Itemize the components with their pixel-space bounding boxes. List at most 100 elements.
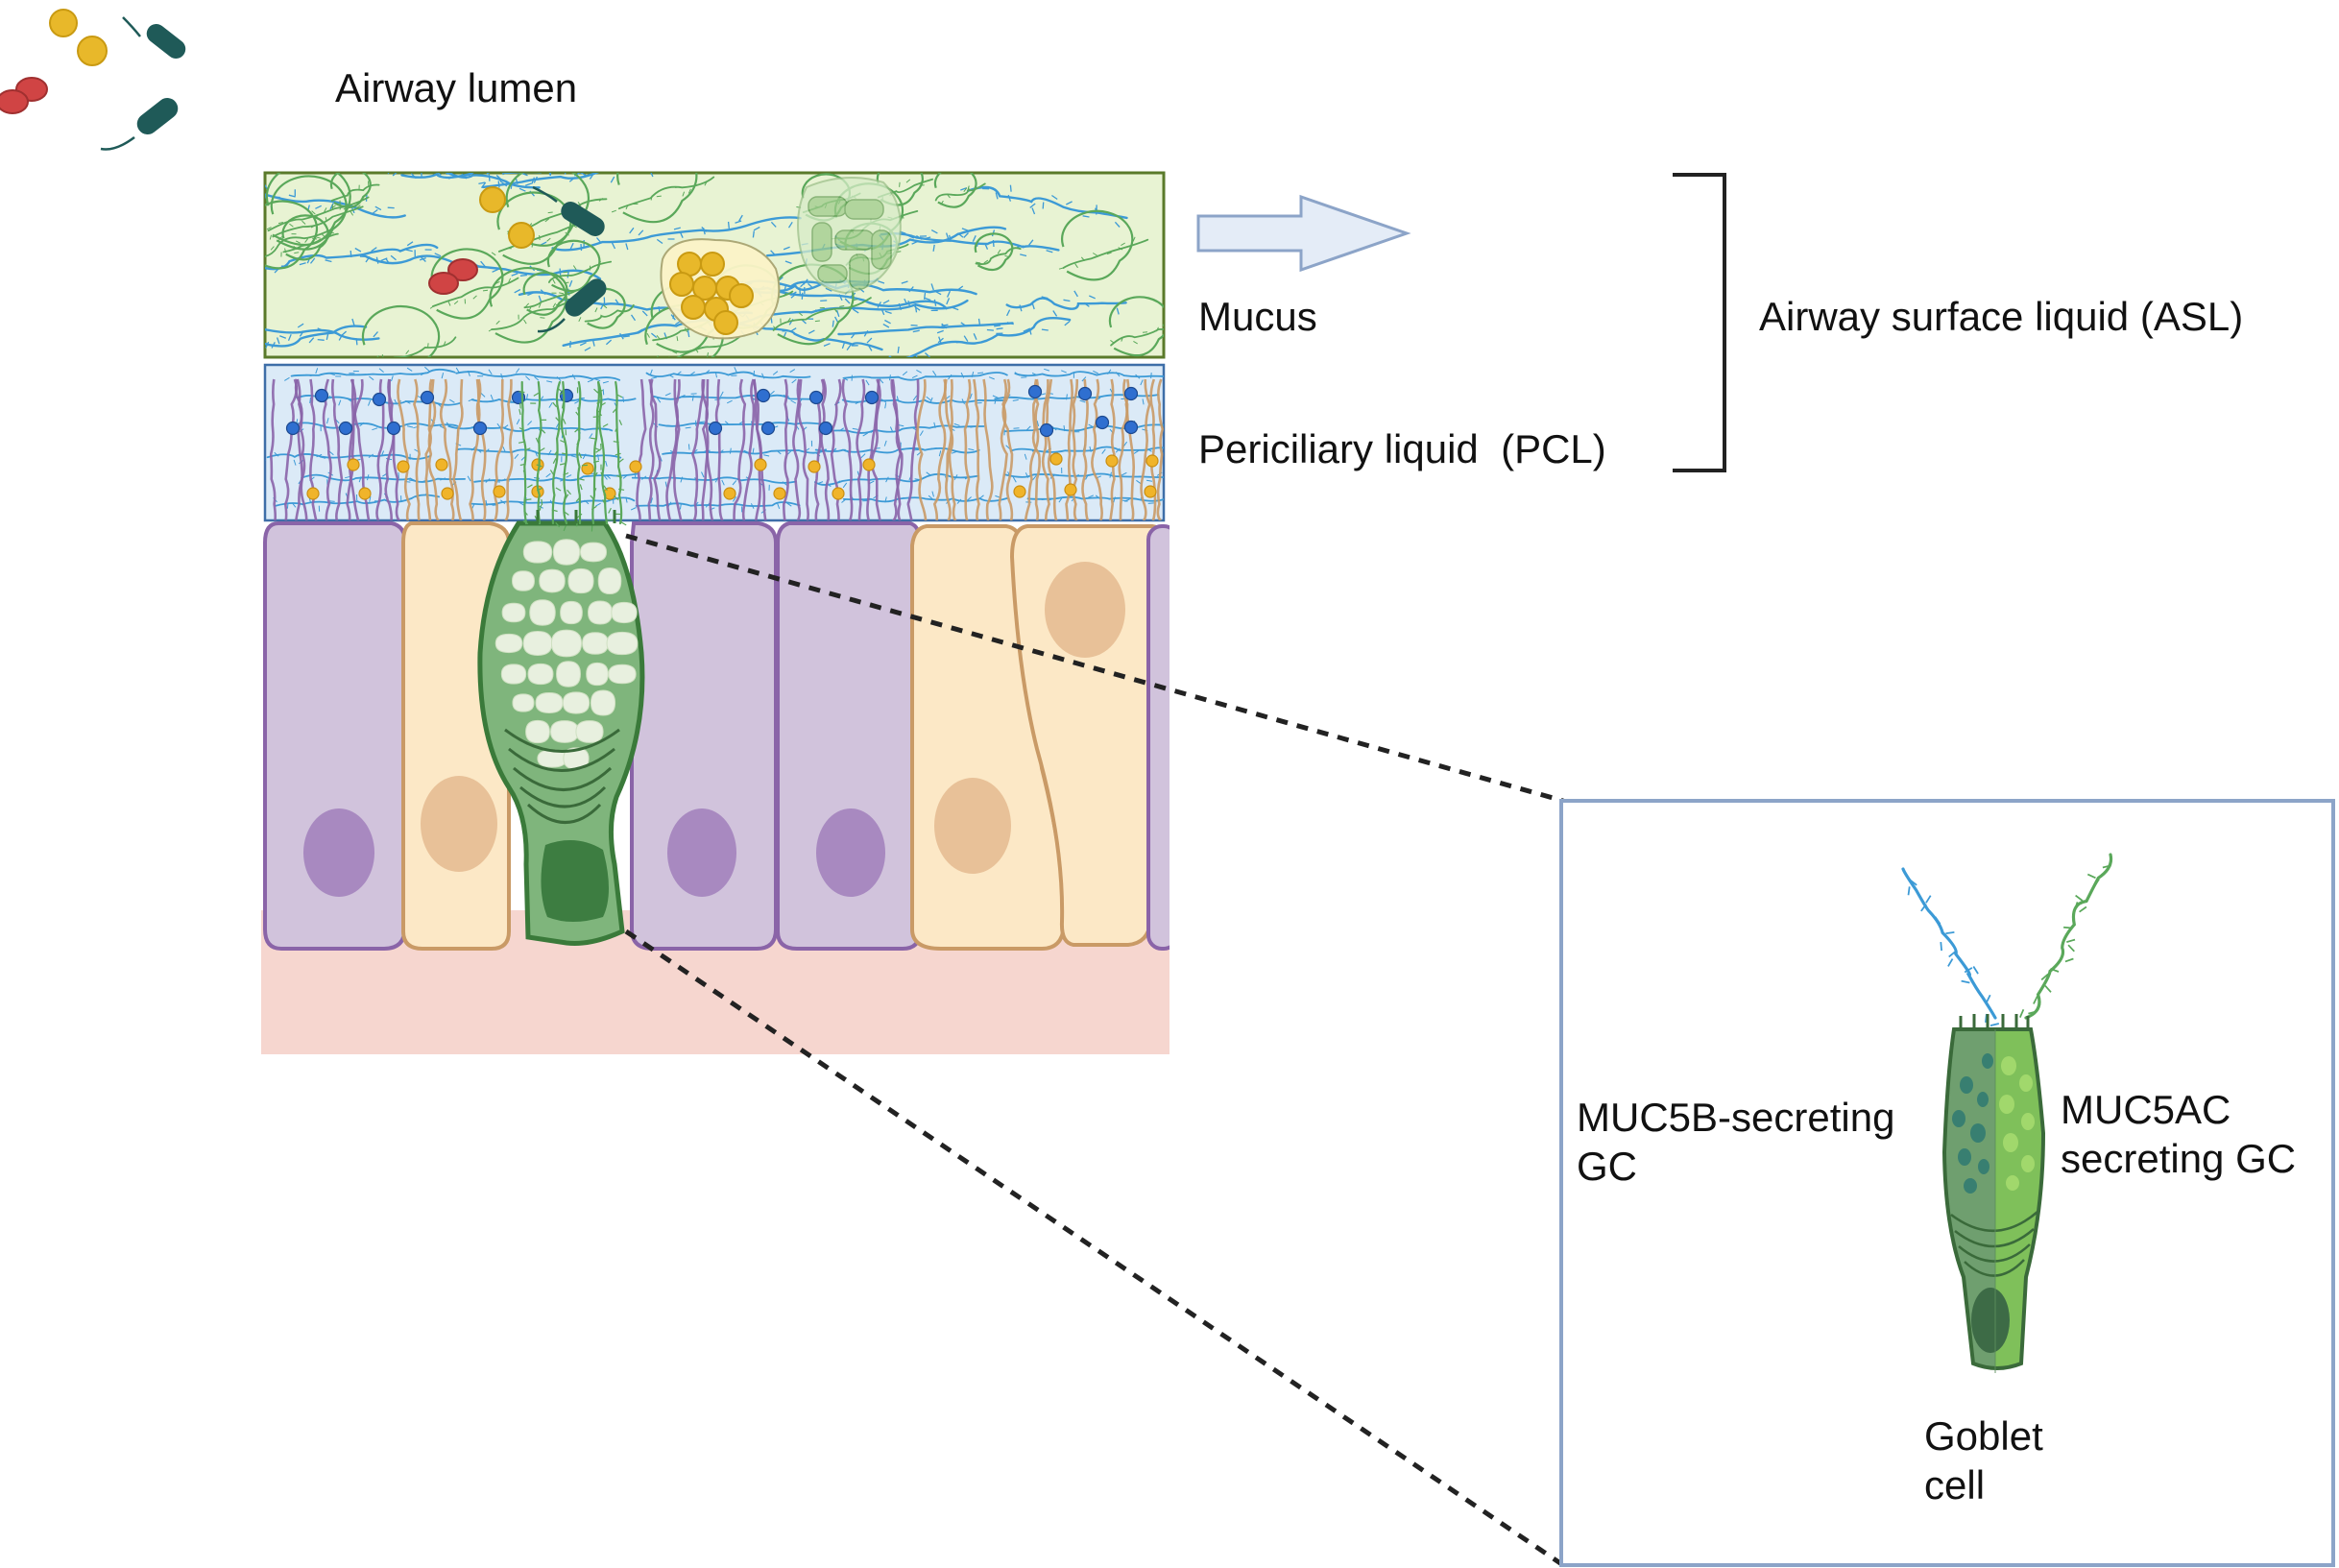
pcl-layer-box [263, 363, 1166, 522]
mucin-granule [606, 631, 639, 656]
inset-muc5ac-strand [2024, 853, 2113, 1020]
muc5ac-label-line1: MUC5AC [2061, 1087, 2231, 1132]
cilium [309, 378, 318, 520]
cilium [813, 378, 826, 520]
tethered-mucin [1004, 423, 1164, 433]
muc5ac-strand [270, 175, 348, 251]
secreted-mucin [560, 380, 568, 525]
muc5ac-granules [1999, 1056, 2035, 1191]
ciliated-cell-icon [630, 521, 778, 951]
pcl-label: Periciliary liquid (PCL) [1198, 426, 1606, 471]
mucin-granule [556, 661, 581, 688]
solute-dot-yellow [347, 458, 360, 471]
tethered-mucin [631, 476, 797, 484]
muc5ac-strand [616, 173, 698, 224]
solute-dot-blue [818, 421, 833, 436]
solute-dot-blue [1039, 422, 1054, 438]
tethered-mucin [635, 501, 801, 507]
solute-dot-yellow [306, 487, 320, 500]
muc5b-label: MUC5B-secreting GC [1577, 1093, 1894, 1191]
right-arrow-icon [1196, 194, 1411, 273]
solute-dot-yellow [441, 487, 454, 500]
cilium [636, 378, 647, 520]
muc5ac-strand [1108, 296, 1164, 357]
muc5b-strand [880, 232, 1060, 252]
cilium [283, 378, 299, 520]
solute-dot-blue [314, 388, 329, 403]
cilium [424, 378, 435, 520]
mucin-granule [550, 629, 583, 658]
goblet-nucleus [541, 840, 609, 922]
yellow-coccus [77, 36, 108, 66]
solute-dot-yellow [1064, 483, 1077, 496]
solute-dot-yellow [862, 458, 876, 471]
goblet-secreted-mucins [518, 380, 627, 532]
cilium [388, 378, 401, 520]
mucin-granule [552, 539, 581, 566]
mucin-granule [567, 567, 594, 594]
cilium [782, 378, 789, 520]
solute-dot-yellow [1049, 452, 1063, 466]
cilium [269, 378, 277, 520]
cilium [830, 378, 842, 520]
solute-dot-yellow [808, 460, 821, 473]
muc5ac-strand [329, 173, 372, 208]
cilium [753, 378, 767, 520]
pcl-solutes [285, 384, 1159, 500]
muc5b-granules [1952, 1053, 1993, 1194]
yellow-coccus [508, 222, 535, 249]
cilium [1024, 378, 1040, 520]
mucin-granule [582, 632, 609, 655]
mucin-granule [494, 633, 523, 654]
muc5b-strand [361, 253, 602, 280]
secretory-cell-icon [1009, 524, 1170, 947]
mucin-granule [563, 747, 590, 770]
muc5b-strand [265, 327, 380, 341]
secreted-mucin [597, 380, 609, 525]
mucin-granule [522, 631, 553, 656]
rod-bacteria-icon [532, 185, 605, 236]
mucin-granule [560, 600, 583, 625]
goblet-cell-label-line2: cell [1924, 1462, 1986, 1508]
ciliated-cell-edge [1146, 524, 1170, 951]
mucin-granule [608, 663, 637, 685]
mucus-layer [263, 171, 1166, 359]
muc5b-strand [1005, 297, 1127, 310]
cilium [733, 378, 747, 520]
cilium [870, 378, 881, 520]
solute-dot-blue [338, 421, 353, 436]
muc5b-strand [481, 173, 600, 189]
muc5b-label-line2: GC [1577, 1144, 1637, 1190]
tethered-mucin [455, 371, 621, 381]
mucin-granule [575, 720, 604, 743]
cilium [691, 378, 706, 520]
muc5b-strand [888, 317, 1072, 357]
mucin-granule [527, 663, 554, 686]
mucin-granule [590, 689, 616, 716]
solute-dot-yellow [581, 462, 594, 475]
pcl-layer [263, 363, 1166, 522]
cilium [714, 378, 724, 520]
mucin-granule [529, 599, 556, 626]
solute-dot-yellow [358, 487, 372, 500]
mucus-label: Mucus [1198, 294, 1317, 339]
cilium [322, 378, 332, 520]
tethered-mucin [662, 448, 827, 455]
zoom-line-upper [625, 533, 1564, 804]
solute-dot-blue [756, 388, 771, 403]
mucin-granule [586, 662, 609, 687]
cilium [796, 378, 809, 520]
rod-bacteria-icon [100, 97, 179, 151]
cilium [427, 378, 441, 520]
mucin-granule [512, 570, 535, 591]
mucin-granule [525, 719, 550, 744]
solute-dot-blue [1027, 384, 1043, 399]
muc5ac-strand [281, 214, 329, 261]
mucin-granule [535, 692, 564, 713]
cilium [932, 378, 947, 520]
cilium [672, 378, 683, 520]
cilium [1001, 378, 1014, 520]
cocci-cluster-icon [660, 238, 781, 340]
